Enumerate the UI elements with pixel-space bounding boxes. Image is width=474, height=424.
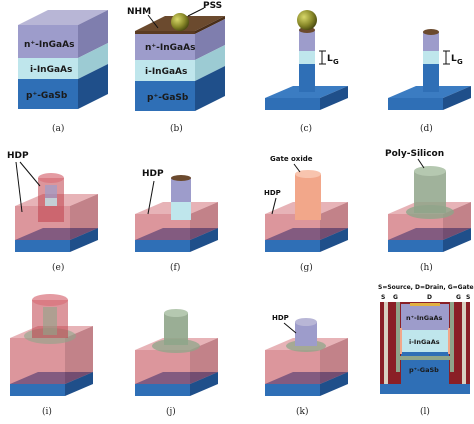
panel-a: n⁺-InGaAs i-InGaAs p⁺-GaSb (a)	[18, 10, 108, 134]
panel-b: NHM PSS n⁺-InGaAs i-InGaAs p⁺-GaSb (b)	[127, 1, 225, 134]
panel-l-cross-section: S=Source, D=Drain, G=Gate S G D G S n⁺-I…	[378, 284, 474, 417]
panel-i: (i)	[10, 294, 93, 417]
cross-section-p-gasb: p⁺-GaSb	[409, 366, 439, 374]
layer-label-i-ingaas: i-InGaAs	[145, 67, 187, 77]
panel-c: L G (c)	[265, 10, 348, 134]
pss-sphere	[297, 10, 317, 30]
panel-label-j: (j)	[166, 406, 176, 417]
annotation-pss: PSS	[203, 1, 222, 11]
panel-g: Gate oxide HDP (g)	[264, 155, 348, 273]
layer-label-n-ingaas: n⁺-InGaAs	[145, 43, 195, 53]
annotation-nhm: NHM	[127, 7, 151, 17]
panel-label-k: (k)	[296, 406, 308, 417]
terminal-g-left: G	[393, 294, 398, 301]
panel-label-e: (e)	[52, 262, 64, 273]
annotation-hdp: HDP	[7, 151, 29, 161]
panel-label-f: (f)	[170, 262, 180, 273]
annotation-lg: L	[327, 54, 333, 64]
terminal-s-right: S	[466, 294, 470, 301]
pss-sphere	[171, 13, 189, 31]
terminal-g-right: G	[456, 294, 461, 301]
cross-section-legend: S=Source, D=Drain, G=Gate	[378, 284, 474, 291]
panel-label-d: (d)	[420, 123, 433, 134]
annotation-lg: L	[451, 54, 457, 64]
panel-label-c: (c)	[300, 123, 312, 134]
panel-f: HDP (f)	[135, 169, 218, 273]
cross-section-n-ingaas: n⁺-InGaAs	[406, 314, 443, 322]
panel-label-a: (a)	[52, 123, 64, 134]
annotation-poly-silicon: Poly-Silicon	[385, 149, 444, 159]
cross-section-i-ingaas: i-InGaAs	[409, 338, 440, 346]
panel-label-l: (l)	[420, 406, 430, 417]
panel-j: (j)	[135, 309, 218, 417]
terminal-s-left: S	[381, 294, 385, 301]
panel-label-g: (g)	[300, 262, 313, 273]
panel-d: L G (d)	[388, 29, 471, 134]
layer-label-p-gasb: p⁺-GaSb	[147, 93, 189, 103]
panel-k: HDP (k)	[265, 314, 348, 417]
terminal-d: D	[427, 294, 432, 301]
panel-label-i: (i)	[42, 406, 52, 417]
annotation-gate-oxide: Gate oxide	[270, 155, 313, 163]
panel-e: HDP (e)	[7, 151, 98, 273]
annotation-lg-sub: G	[333, 58, 339, 66]
annotation-lg-sub: G	[457, 58, 463, 66]
panel-h: Poly-Silicon (h)	[385, 149, 471, 273]
panel-label-h: (h)	[420, 262, 433, 273]
layer-label-p-gasb: p⁺-GaSb	[26, 91, 68, 101]
annotation-hdp: HDP	[142, 169, 164, 179]
panel-label-b: (b)	[170, 123, 183, 134]
layer-label-i-ingaas: i-InGaAs	[30, 65, 72, 75]
annotation-hdp: HDP	[272, 314, 289, 322]
layer-label-n-ingaas: n⁺-InGaAs	[24, 40, 74, 50]
annotation-hdp: HDP	[264, 189, 281, 197]
